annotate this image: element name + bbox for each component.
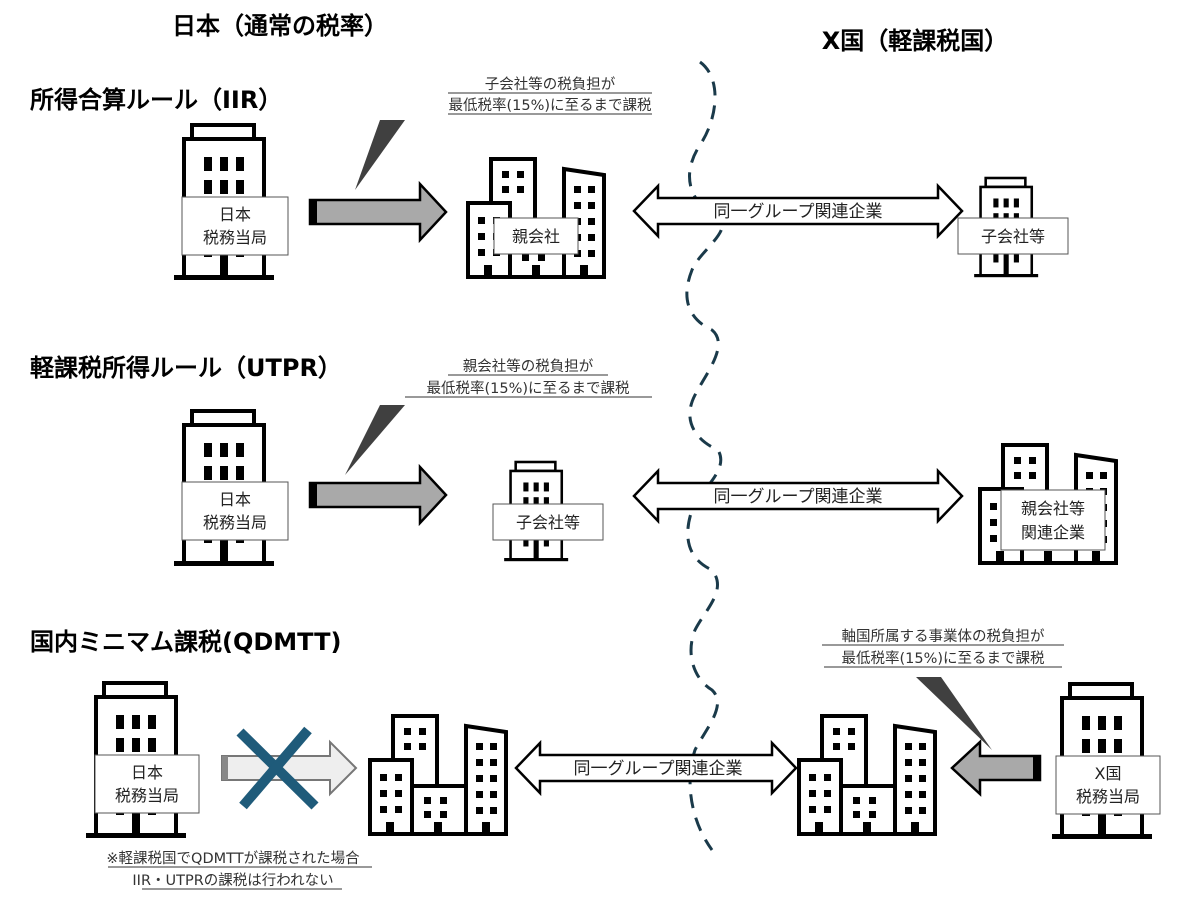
authority-label-box [1055, 755, 1161, 815]
footnote-line-2: IIR・UTPRの課税は行われない [132, 872, 333, 889]
entity-label-box [492, 503, 604, 541]
foreign-taxation-arrow-icon [950, 739, 1042, 797]
authority-label-line-1: 日本 [131, 763, 163, 782]
section-iir: 所得合算ルール（IIR） 子会社等の税負担が 最低税率(15%)に至るまで課税 … [30, 75, 1069, 282]
note-line-1: 軸国所属する事業体の税負担が [842, 628, 1045, 645]
note-line-1: 親会社等の税負担が [463, 357, 594, 375]
entity-label: 親会社 [512, 227, 560, 246]
authority-label-line-1: 日本 [219, 490, 251, 509]
callout-pointer [916, 677, 992, 750]
parent-company-buildings-icon [368, 714, 508, 836]
section-title: 国内ミニマム課税(QDMTT) [30, 628, 341, 656]
taxation-arrow-icon [308, 463, 448, 527]
authority-label-line-2: 税務当局 [1076, 787, 1140, 806]
entity-label: 子会社等 [981, 227, 1045, 246]
relation-label: 同一グループ関連企業 [714, 487, 883, 507]
blocked-taxation-arrow-icon [221, 739, 358, 797]
entity-label-box [957, 217, 1069, 255]
section-title: 所得合算ルール（IIR） [30, 86, 282, 114]
authority-label-box [181, 196, 289, 256]
callout-pointer [345, 405, 405, 475]
group-relation-double-arrow-icon [514, 739, 798, 797]
right-country-header: X国（軽課税国） [822, 27, 1009, 55]
footnote-line-1: ※軽課税国でQDMTTが課税された場合 [106, 850, 360, 867]
section-qdmtt: 国内ミニマム課税(QDMTT) 日本 税務当局 同一グループ関連企業 軸国所属す… [30, 628, 1161, 890]
authority-label-line-1: 日本 [219, 205, 251, 224]
authority-label-box [94, 754, 200, 814]
taxation-arrow-icon [308, 180, 448, 244]
entity-label-line-1: 親会社等 [1021, 499, 1085, 518]
note-line-2: 最低税率(15%)に至るまで課税 [426, 380, 630, 397]
relation-label: 同一グループ関連企業 [574, 759, 743, 779]
entity-label-line-2: 関連企業 [1021, 523, 1085, 542]
note-line-2: 最低税率(15%)に至るまで課税 [448, 97, 652, 114]
entity-label-box [1000, 489, 1106, 551]
group-relation-double-arrow-icon [632, 182, 964, 240]
callout-pointer [355, 120, 405, 190]
cross-mark-icon [236, 726, 319, 810]
authority-label-line-2: 税務当局 [203, 228, 267, 247]
section-title: 軽課税所得ルール（UTPR） [30, 354, 342, 382]
authority-label-line-2: 税務当局 [115, 786, 179, 805]
authority-label-line-1: X国 [1095, 764, 1122, 783]
authority-label-line-2: 税務当局 [203, 513, 267, 532]
country-border-line [685, 60, 725, 851]
note-line-2: 最低税率(15%)に至るまで課税 [841, 650, 1045, 667]
left-country-header: 日本（通常の税率） [172, 12, 388, 40]
entity-label: 子会社等 [516, 513, 580, 532]
note-line-1: 子会社等の税負担が [485, 75, 616, 93]
authority-label-box [181, 481, 289, 541]
relation-label: 同一グループ関連企業 [714, 202, 883, 222]
entity-label-box [493, 217, 579, 255]
section-utpr: 軽課税所得ルール（UTPR） 親会社等の税負担が 最低税率(15%)に至るまで課… [30, 354, 1118, 568]
subsidiary-buildings-icon [797, 714, 937, 836]
group-relation-double-arrow-icon [632, 467, 964, 525]
